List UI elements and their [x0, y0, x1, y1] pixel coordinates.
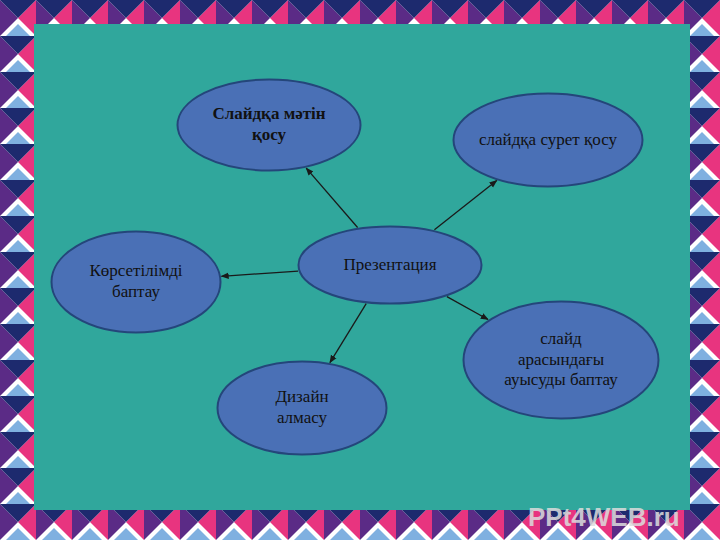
ellipse-shape	[218, 362, 387, 455]
ellipse-node: Көрсетілімді баптау	[50, 230, 222, 334]
ellipse-node: Презентация	[297, 225, 483, 305]
arrow-connector	[447, 297, 488, 320]
watermark: PPt4WEB.ru	[528, 502, 680, 533]
ellipse-shape	[52, 232, 221, 333]
node-text: Слайдқа мәтін қосу	[209, 104, 329, 145]
ellipse-shape	[299, 227, 482, 304]
arrow-connector	[306, 168, 357, 227]
ellipse-node: слайдқа сурет қосу	[452, 92, 644, 188]
arrow-connector	[221, 271, 298, 276]
text-wrap: Презентация	[297, 225, 483, 305]
ellipse-node: Слайдқа мәтін қосу	[176, 78, 362, 172]
node-text: Дизайн алмасу	[252, 387, 352, 428]
teal-panel	[34, 24, 690, 510]
text-wrap: слайдқа сурет қосу	[452, 92, 644, 188]
text-wrap: Дизайн алмасу	[216, 360, 388, 456]
node-text: Презентация	[310, 255, 470, 276]
arrow-connector	[434, 181, 496, 230]
ellipse-shape	[178, 80, 361, 171]
node-text: слайдқа сурет қосу	[478, 130, 618, 151]
ellipse-shape	[464, 302, 659, 419]
ellipse-node: Дизайн алмасу	[216, 360, 388, 456]
text-wrap: слайд арасындағы ауысуды баптау	[462, 300, 660, 420]
ellipse-shape	[454, 94, 643, 187]
node-text: слайд арасындағы ауысуды баптау	[501, 329, 621, 391]
arrow-connector	[330, 304, 366, 363]
node-text: Көрсетілімді баптау	[71, 261, 201, 302]
ellipse-node: слайд арасындағы ауысуды баптау	[462, 300, 660, 420]
text-wrap: Көрсетілімді баптау	[50, 230, 222, 334]
text-wrap: Слайдқа мәтін қосу	[176, 78, 362, 172]
